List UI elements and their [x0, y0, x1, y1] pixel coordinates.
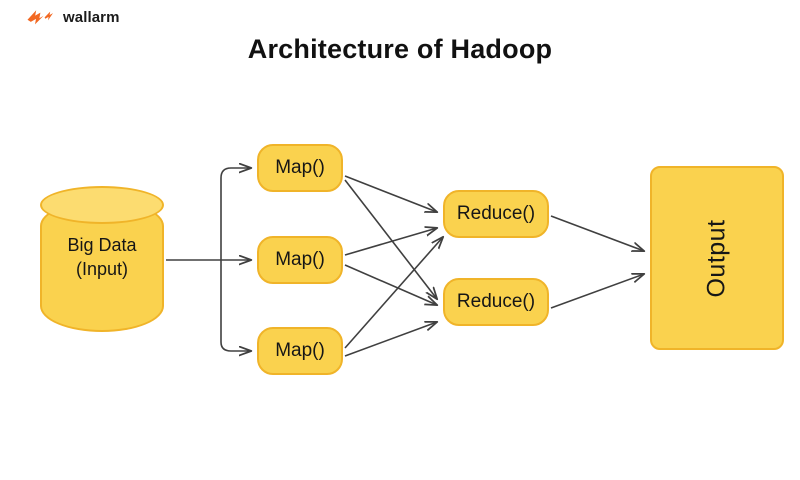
node-label-map-2: Map(): [275, 249, 325, 270]
node-map-3[interactable]: Map(): [257, 327, 343, 375]
brand-name: wallarm: [63, 8, 120, 26]
node-label-line-1: Big Data: [67, 235, 137, 255]
node-label-map-3: Map(): [275, 340, 325, 361]
node-label-big-data: Big Data (Input): [40, 234, 164, 282]
node-map-2[interactable]: Map(): [257, 236, 343, 284]
edge-map2-reduce1: [344, 228, 437, 256]
edge-input-map3: [220, 341, 251, 351]
edge-map3-reduce1: [344, 237, 443, 349]
node-reduce-1[interactable]: Reduce(): [443, 190, 549, 238]
edge-reduce1-output: [550, 215, 644, 251]
node-big-data-input[interactable]: Big Data (Input): [40, 186, 164, 332]
page-title: Architecture of Hadoop: [247, 34, 553, 64]
node-label-line-2: (Input): [75, 258, 129, 279]
edge-map1-reduce2: [344, 179, 437, 299]
edge-input-map1: [220, 168, 251, 179]
node-label-reduce-1: Reduce(): [456, 203, 536, 224]
lightning-bolt-icon: [27, 10, 53, 25]
node-label-output: Output: [702, 218, 731, 298]
brand-logo: wallarm: [26, 8, 120, 26]
edge-map1-reduce1: [344, 175, 437, 212]
edge-map3-reduce2: [344, 322, 437, 357]
node-output[interactable]: Output: [650, 166, 784, 350]
cylinder-top-ellipse: [40, 186, 164, 224]
node-label-map-1: Map(): [275, 157, 325, 178]
node-label-reduce-2: Reduce(): [456, 291, 536, 312]
edge-reduce2-output: [550, 274, 644, 309]
node-map-1[interactable]: Map(): [257, 144, 343, 192]
node-reduce-2[interactable]: Reduce(): [443, 278, 549, 326]
edge-map2-reduce2: [344, 264, 437, 305]
